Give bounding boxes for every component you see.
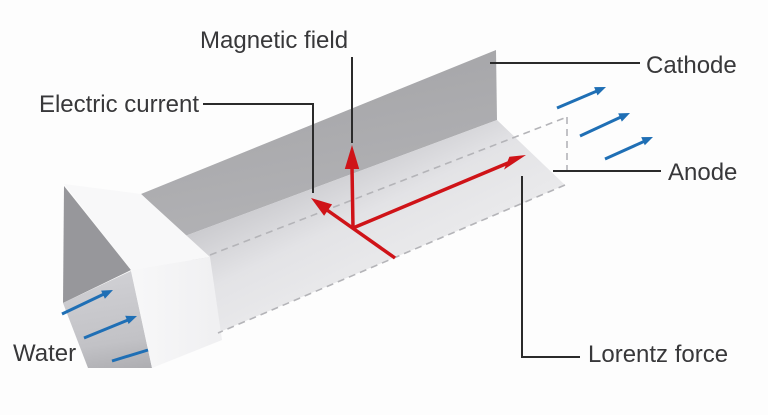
water-inflow-arrow-3	[111, 348, 149, 363]
red-vector-arrows	[311, 145, 526, 260]
water-outflow-arrow-3	[604, 137, 653, 161]
front-wall-cut-face	[64, 184, 210, 270]
label-magnetic-field: Magnetic field	[200, 27, 348, 54]
hidden-edge-floor-front	[217, 184, 566, 334]
arrowhead	[311, 198, 333, 216]
entrance-left-wall	[63, 186, 131, 303]
entrance-floor	[63, 271, 152, 368]
label-lorentz-force: Lorentz force	[588, 341, 728, 368]
magnetic-field-arrow	[344, 145, 360, 229]
arrowhead	[125, 315, 137, 324]
arrowhead	[344, 145, 360, 169]
lorentz-force-arrow	[352, 155, 526, 230]
arrowhead	[618, 113, 630, 122]
water-outflow-arrow-1	[556, 87, 606, 110]
label-water: Water	[13, 340, 76, 367]
hidden-edge-front-wall-top	[209, 116, 568, 256]
leader-lines	[203, 57, 661, 358]
front-wall-panel	[131, 257, 222, 368]
cathode-wall	[141, 50, 497, 236]
arrowhead	[504, 155, 526, 170]
label-electric-current: Electric current	[39, 91, 199, 118]
lorentz-force-leader-line	[521, 176, 580, 358]
water-outflow-arrows	[556, 87, 653, 161]
electric-current-leader-line	[203, 103, 314, 193]
labels: Magnetic field Electric current Cathode …	[13, 27, 737, 368]
water-outflow-arrow-2	[579, 113, 630, 138]
water-inflow-arrows	[61, 290, 149, 363]
anode-floor	[185, 120, 565, 334]
label-anode: Anode	[668, 159, 737, 186]
arrowhead	[594, 87, 606, 96]
electric-current-arrow	[311, 198, 397, 260]
arrowhead	[101, 290, 113, 299]
arrowhead	[641, 137, 653, 146]
water-inflow-arrow-1	[61, 290, 113, 316]
water-inflow-arrow-2	[83, 315, 137, 340]
label-cathode: Cathode	[646, 52, 737, 79]
